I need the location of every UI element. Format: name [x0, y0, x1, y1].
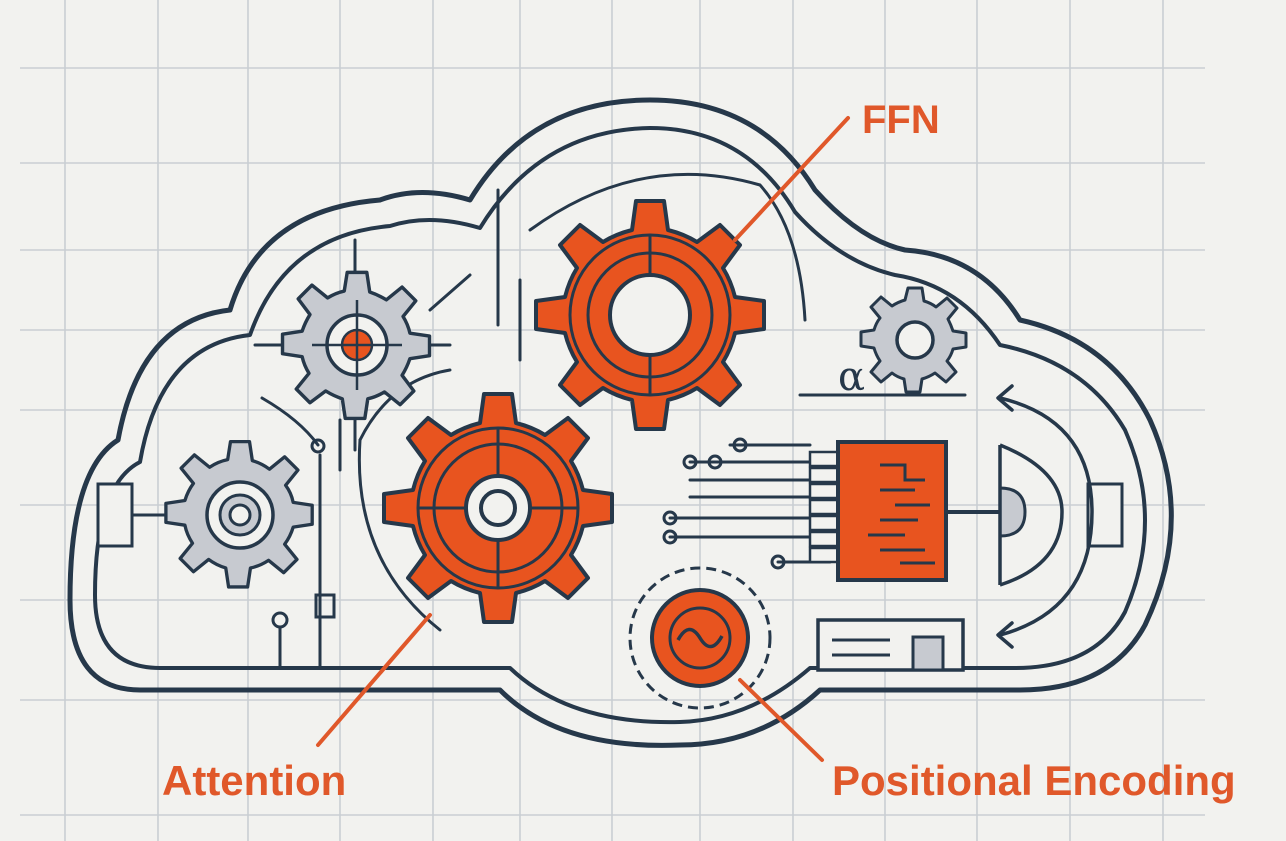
gray-gear-icon — [164, 439, 314, 589]
gray-gear-icon — [859, 286, 968, 394]
left-port — [96, 482, 175, 548]
ffn-gear-icon — [534, 199, 766, 431]
ffn-label: FFN — [862, 98, 940, 142]
leader-lines — [316, 116, 850, 762]
background-grid — [20, 0, 1205, 841]
arrow-icon — [996, 384, 1094, 649]
gray-gear-icon — [280, 270, 432, 421]
document-icon — [816, 618, 965, 672]
attention-label: Attention — [162, 757, 346, 804]
chip-icon — [808, 440, 1064, 587]
alpha-symbol: α — [838, 354, 865, 400]
positional-encoding-label: Positional Encoding — [832, 757, 1236, 804]
cloud-outline — [67, 97, 1174, 748]
sine-wave-icon — [628, 566, 772, 710]
attention-gear-icon — [382, 392, 614, 624]
